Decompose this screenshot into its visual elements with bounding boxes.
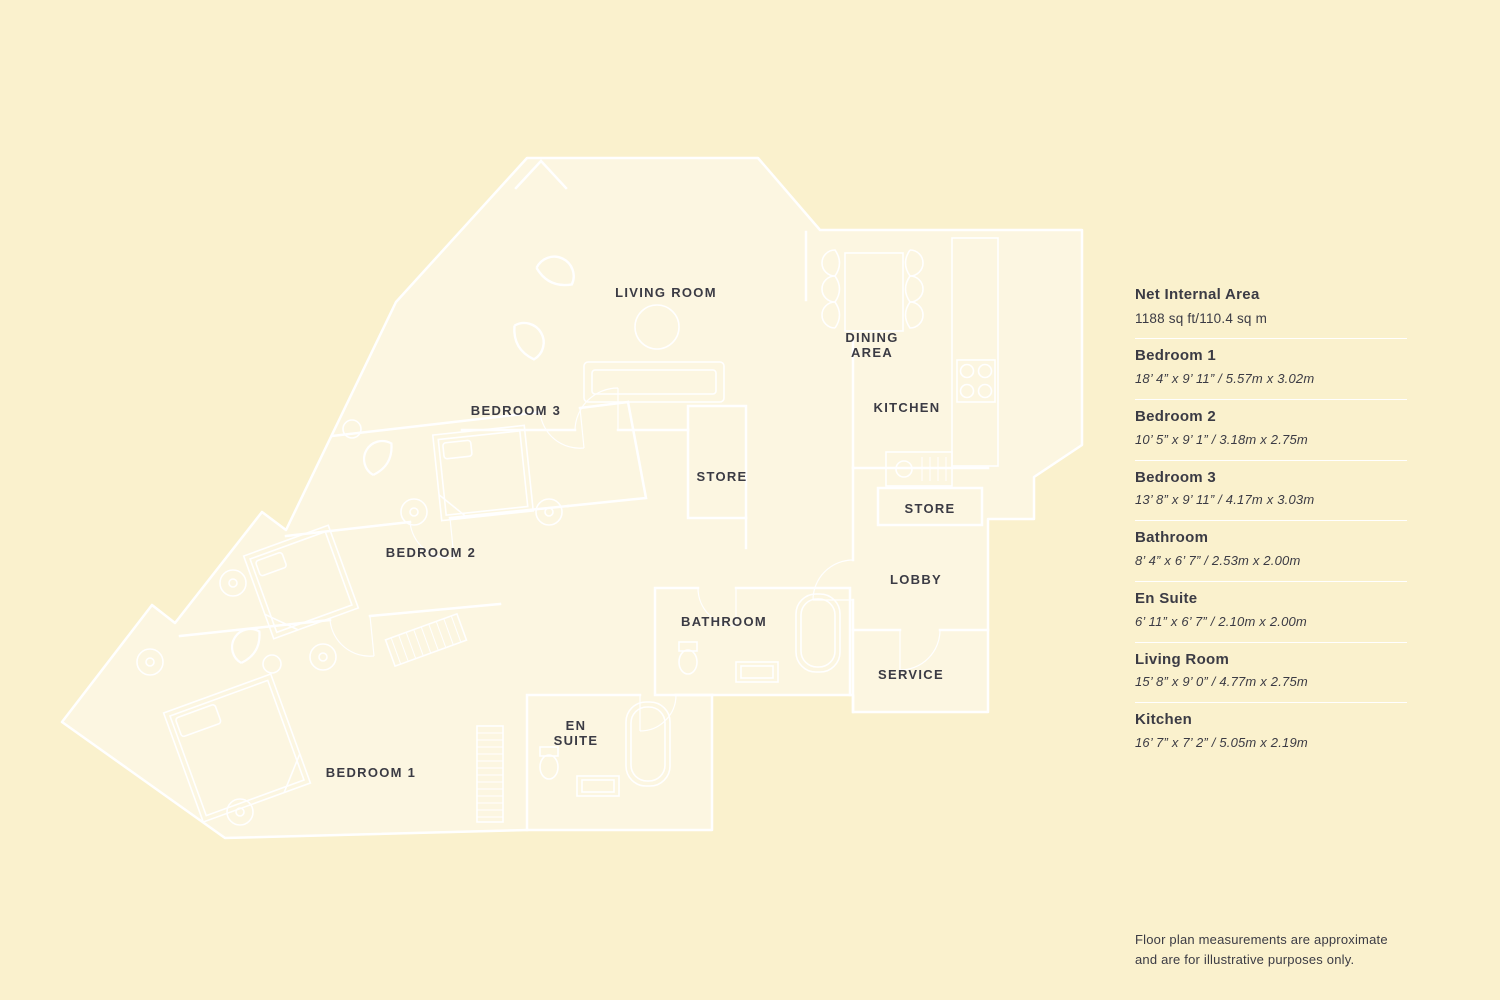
net-internal-area-title: Net Internal Area <box>1135 286 1260 303</box>
legend-room-name: En Suite <box>1135 589 1198 607</box>
legend-room-name: Kitchen <box>1135 711 1193 729</box>
legend-room-name: Bedroom 2 <box>1135 407 1217 425</box>
bed-icon <box>162 672 312 824</box>
door-arcs <box>329 387 941 732</box>
room-label-lobby: LOBBY <box>890 572 942 587</box>
nightstand-icon <box>136 648 164 676</box>
room-label-kitchen: KITCHEN <box>874 400 941 415</box>
legend-room-dims: 15’ 8” x 9’ 0” / 4.77m x 2.75m <box>1135 674 1308 690</box>
legend-entry-ensuite: En Suite 6’ 11” x 6’ 7” / 2.10m x 2.00m <box>1135 580 1407 642</box>
legend-panel: Net Internal Area 1188 sq ft/110.4 sq m … <box>1135 278 1407 763</box>
room-label-bedroom3: BEDROOM 3 <box>471 403 561 418</box>
nightstand-icon <box>535 498 563 526</box>
legend-entry-living-room: Living Room 15’ 8” x 9’ 0” / 4.77m x 2.7… <box>1135 641 1407 703</box>
room-label-service: SERVICE <box>878 667 944 682</box>
nightstand-icon <box>226 798 254 826</box>
room-label-bedroom2: BEDROOM 2 <box>386 545 476 560</box>
legend-room-dims: 8’ 4” x 6’ 7” / 2.53m x 2.00m <box>1135 552 1301 568</box>
door-bedroom3 <box>539 407 585 449</box>
disclaimer-line2: and are for illustrative purposes only. <box>1135 951 1355 967</box>
dining-table <box>844 252 904 332</box>
hob-icon <box>956 359 996 403</box>
bathtub-icon <box>625 701 671 787</box>
store-right-walls <box>876 486 984 527</box>
legend-entry-net-area: Net Internal Area 1188 sq ft/110.4 sq m <box>1135 278 1407 338</box>
room-label-ensuite-line2: SUITE <box>554 733 599 748</box>
legend-room-dims: 10’ 5” x 9’ 1” / 3.18m x 2.75m <box>1135 431 1308 447</box>
door-lobby <box>812 559 854 601</box>
store-center-walls <box>686 404 748 520</box>
radiator-icon <box>384 612 468 668</box>
kitchen-counter <box>951 237 999 467</box>
legend-room-dims: 16’ 7” x 7’ 2” / 5.05m x 2.19m <box>1135 734 1308 750</box>
bathtub-icon <box>795 593 841 673</box>
legend-room-name: Bathroom <box>1135 529 1209 547</box>
basin-icon <box>576 775 620 797</box>
legend-room-name: Living Room <box>1135 650 1230 668</box>
net-internal-area-value: 1188 sq ft/110.4 sq m <box>1135 310 1268 326</box>
room-label-bedroom1: BEDROOM 1 <box>326 765 416 780</box>
door-living-room <box>574 387 619 431</box>
disclaimer-line1: Floor plan measurements are approximate <box>1135 932 1388 947</box>
sink-unit-icon <box>885 451 953 487</box>
sofa <box>583 361 725 403</box>
legend-room-dims: 6’ 11” x 6’ 7” / 2.10m x 2.00m <box>1135 613 1307 629</box>
sofa-inner <box>591 369 717 395</box>
legend-entry-bedroom3: Bedroom 3 13’ 8” x 9’ 11” / 4.17m x 3.03… <box>1135 459 1407 521</box>
room-label-living-room: LIVING ROOM <box>615 285 717 300</box>
legend-entry-bedroom2: Bedroom 2 10’ 5” x 9’ 1” / 3.18m x 2.75m <box>1135 398 1407 460</box>
disclaimer: Floor plan measurements are approximate … <box>1135 930 1465 969</box>
door-service <box>899 629 941 671</box>
legend-room-dims: 18’ 4” x 9’ 11” / 5.57m x 3.02m <box>1135 371 1315 387</box>
bed-icon <box>431 424 535 522</box>
room-label-ensuite-line1: EN <box>566 718 587 733</box>
room-label-bathroom: BATHROOM <box>681 614 767 629</box>
basin-icon <box>735 661 779 683</box>
legend-room-name: Bedroom 1 <box>1135 347 1217 365</box>
door-bedroom2 <box>409 517 455 559</box>
radiator-icon <box>476 725 504 823</box>
door-bathroom <box>697 587 737 627</box>
legend-entry-kitchen: Kitchen 16’ 7” x 7’ 2” / 5.05m x 2.19m <box>1135 702 1407 763</box>
side-table-icon <box>342 419 362 439</box>
legend-entry-bathroom: Bathroom 8’ 4” x 6’ 7” / 2.53m x 2.00m <box>1135 520 1407 581</box>
room-label-store-center: STORE <box>696 469 747 484</box>
side-table-icon <box>262 654 282 674</box>
legend-room-name: Bedroom 3 <box>1135 468 1217 486</box>
toilet-icon <box>539 746 559 780</box>
legend-room-dims: 13’ 8” x 9’ 11” / 4.17m x 3.03m <box>1135 492 1315 508</box>
nightstand-icon <box>400 498 428 526</box>
room-labels: LIVING ROOM DINING AREA KITCHEN BEDROOM … <box>326 285 955 780</box>
room-label-dining-line2: AREA <box>851 345 893 360</box>
nightstand-icon <box>309 643 337 671</box>
room-label-store-right: STORE <box>904 501 955 516</box>
furniture <box>136 237 999 826</box>
nightstand-icon <box>219 569 247 597</box>
coffee-table <box>634 304 680 350</box>
room-label-dining-line1: DINING <box>845 330 898 345</box>
toilet-icon <box>678 641 698 675</box>
door-bedroom1 <box>329 615 375 657</box>
bed-icon <box>242 524 360 640</box>
legend-entry-bedroom1: Bedroom 1 18’ 4” x 9’ 11” / 5.57m x 3.02… <box>1135 338 1407 399</box>
